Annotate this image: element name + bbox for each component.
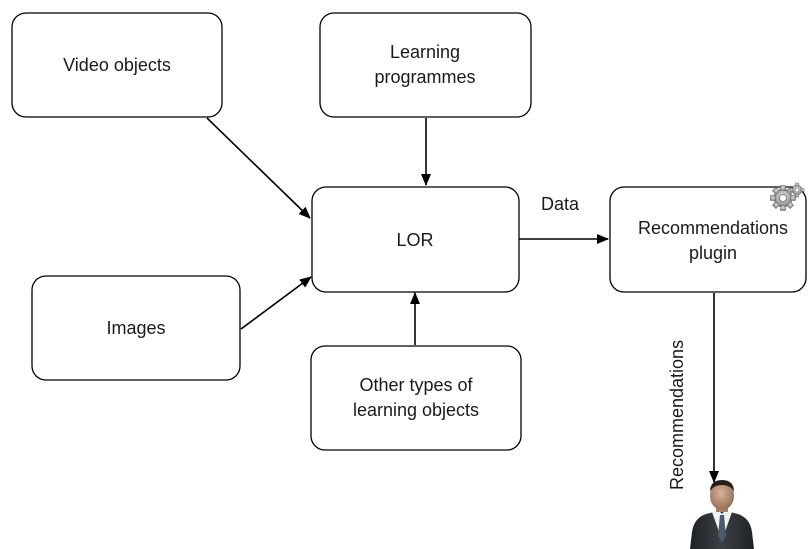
edge-plugin-to-user: Recommendations <box>667 293 719 490</box>
node-label-learning-line2: programmes <box>374 67 475 87</box>
edge-video-to-lor <box>206 117 311 219</box>
edge-label-recommendations: Recommendations <box>667 340 687 490</box>
node-label-plugin-line2: plugin <box>689 243 737 263</box>
node-other-types: Other types of learning objects <box>310 345 522 451</box>
node-recommendations-plugin: Recommendations plugin <box>609 186 807 293</box>
node-images: Images <box>31 275 241 381</box>
node-label-learning-line1: Learning <box>390 42 460 62</box>
node-label-video-objects: Video objects <box>63 55 171 75</box>
node-label-images: Images <box>106 318 165 338</box>
node-lor: LOR <box>311 186 520 293</box>
node-learning-programmes: Learning programmes <box>319 12 532 118</box>
node-label-other-line2: learning objects <box>353 400 479 420</box>
person-icon <box>690 480 754 549</box>
edge-label-data: Data <box>541 194 580 214</box>
node-video-objects: Video objects <box>11 12 223 118</box>
node-label-plugin-line1: Recommendations <box>638 218 788 238</box>
node-label-lor: LOR <box>396 230 433 250</box>
edge-lor-to-plugin: Data <box>519 194 609 244</box>
node-label-other-line1: Other types of <box>359 375 473 395</box>
gear-icon <box>770 182 805 211</box>
edge-images-to-lor <box>240 276 312 330</box>
